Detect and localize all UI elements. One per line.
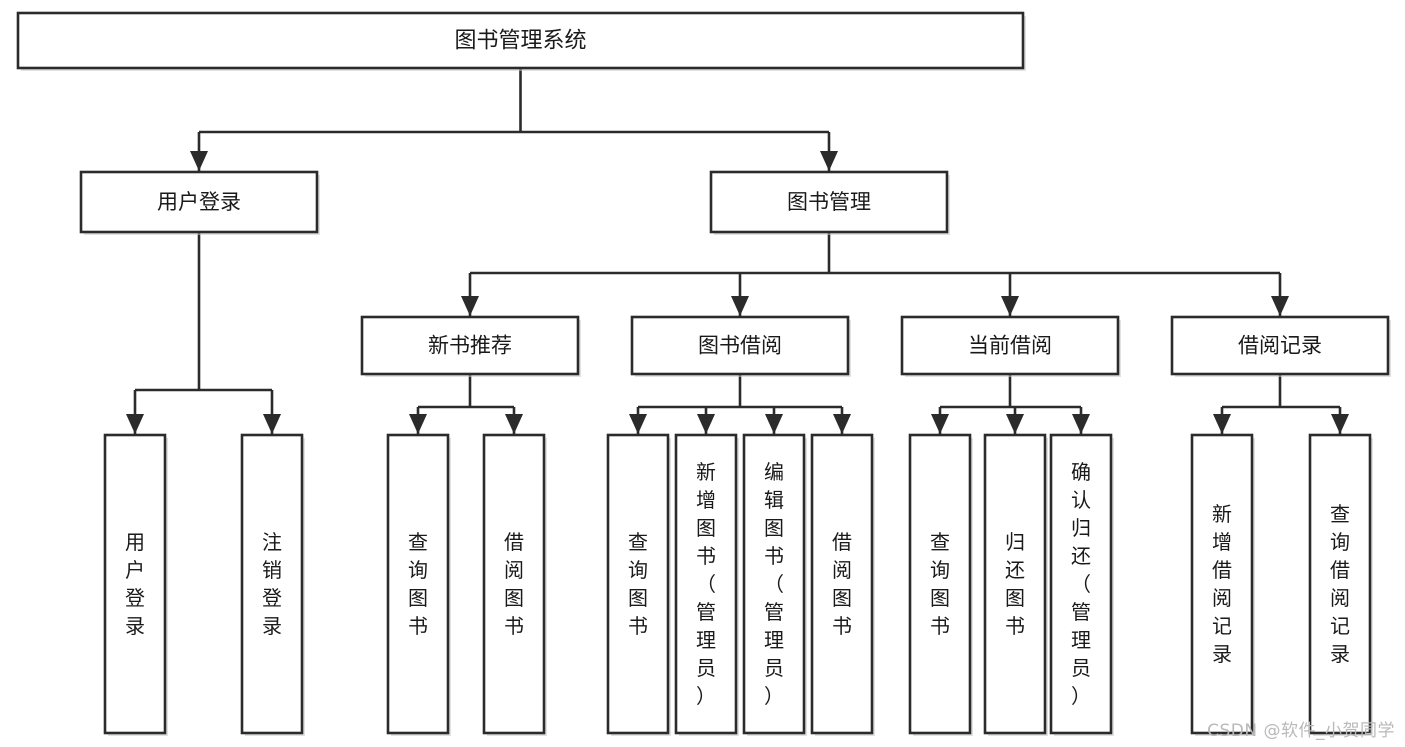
leaf-label: 查询图书 xyxy=(408,530,428,638)
box-outline xyxy=(908,433,972,735)
leaf-label: 确认归还（管理员） xyxy=(1071,460,1091,708)
leaf-label: 注销登录 xyxy=(262,530,282,638)
arrow-head-icon-leaf-query-book-rec xyxy=(409,414,427,434)
leaf-node-leaf-borrow-book-bb[interactable] xyxy=(810,433,875,736)
box-outline xyxy=(386,433,450,735)
node-label: 图书管理系统 xyxy=(454,29,586,54)
leaf-label: 用户登录 xyxy=(125,530,145,638)
level3-node-new-book-rec[interactable] xyxy=(360,315,581,377)
leaf-node-leaf-return-book[interactable] xyxy=(983,433,1048,736)
box-outline xyxy=(1170,315,1390,376)
leaf-label: 查询图书 xyxy=(628,530,648,638)
leaf-node-leaf-add-book[interactable] xyxy=(674,433,739,736)
leaf-node-leaf-query-book-bb[interactable] xyxy=(606,433,671,736)
box-outline xyxy=(79,170,319,234)
arrow-head-icon-leaf-query-record xyxy=(1331,414,1349,434)
arrow-head-icon-leaf-user-logout xyxy=(263,414,281,434)
arrow-head-icon-current-borrow xyxy=(1001,296,1019,316)
nodes-layer: 图书管理系统用户登录图书管理新书推荐图书借阅当前借阅借阅记录用户登录注销登录查询… xyxy=(16,11,1391,736)
leaf-node-leaf-user-logout[interactable] xyxy=(240,433,305,736)
arrow-head-icon-leaf-confirm-return xyxy=(1072,414,1090,434)
leaf-label: 新增图书（管理员） xyxy=(696,460,716,708)
node-label: 新书推荐 xyxy=(428,334,512,358)
leaf-node-leaf-query-book-rec[interactable] xyxy=(386,433,451,736)
arrow-head-icon-leaf-borrow-book-rec xyxy=(505,414,523,434)
arrow-head-icon-leaf-edit-book xyxy=(765,414,783,434)
level2-node-user-login[interactable] xyxy=(79,170,320,235)
arrow-head-icon-leaf-return-book xyxy=(1006,414,1024,434)
root-node-root[interactable] xyxy=(16,11,1026,71)
arrow-head-icon-leaf-borrow-book-bb xyxy=(833,414,851,434)
box-outline xyxy=(900,315,1120,376)
box-outline xyxy=(1190,433,1254,735)
box-outline xyxy=(674,433,738,735)
csdn-watermark: CSDN @软件_小贺同学 xyxy=(1207,721,1395,741)
leaf-node-leaf-user-login[interactable] xyxy=(103,433,168,736)
leaf-label: 查询借阅记录 xyxy=(1330,502,1350,666)
box-outline xyxy=(482,433,546,735)
node-label: 用户登录 xyxy=(157,190,241,214)
arrow-head-icon-leaf-query-book-bb xyxy=(629,414,647,434)
box-outline xyxy=(103,433,167,735)
box-outline xyxy=(810,433,874,735)
box-outline xyxy=(983,433,1047,735)
arrow-head-icon-leaf-query-book-cb xyxy=(931,414,949,434)
leaf-label: 归还图书 xyxy=(1005,530,1025,638)
leaf-label: 编辑图书（管理员） xyxy=(764,460,784,708)
node-label: 当前借阅 xyxy=(968,334,1052,358)
box-outline xyxy=(1049,433,1113,735)
arrow-head-icon-leaf-user-login xyxy=(126,414,144,434)
box-outline xyxy=(630,315,850,376)
leaf-node-leaf-borrow-book-rec[interactable] xyxy=(482,433,547,736)
box-outline xyxy=(606,433,670,735)
box-outline xyxy=(240,433,304,735)
leaf-label: 借阅图书 xyxy=(504,530,524,638)
level2-node-book-manage[interactable] xyxy=(709,170,950,235)
leaf-label: 借阅图书 xyxy=(832,530,852,638)
leaf-node-leaf-add-record[interactable] xyxy=(1190,433,1255,736)
leaf-node-leaf-confirm-return[interactable] xyxy=(1049,433,1114,736)
node-label: 图书借阅 xyxy=(698,334,782,358)
arrow-head-icon-borrow-record xyxy=(1271,296,1289,316)
box-outline xyxy=(360,315,580,376)
arrow-head-icon-leaf-add-record xyxy=(1213,414,1231,434)
box-outline xyxy=(1308,433,1372,735)
node-label: 借阅记录 xyxy=(1238,334,1322,358)
leaf-label: 查询图书 xyxy=(930,530,950,638)
box-outline xyxy=(16,11,1025,70)
arrow-head-icon-book-manage xyxy=(820,151,838,171)
arrow-head-icon-book-borrow xyxy=(731,296,749,316)
leaf-node-leaf-edit-book[interactable] xyxy=(742,433,807,736)
leaf-label: 新增借阅记录 xyxy=(1212,502,1232,666)
arrow-head-icon-leaf-add-book xyxy=(697,414,715,434)
arrow-head-icon-user-login xyxy=(190,151,208,171)
box-outline xyxy=(709,170,949,234)
level3-node-current-borrow[interactable] xyxy=(900,315,1121,377)
arrow-head-icon-new-book-rec xyxy=(461,296,479,316)
level3-node-book-borrow[interactable] xyxy=(630,315,851,377)
box-outline xyxy=(742,433,806,735)
leaf-node-leaf-query-book-cb[interactable] xyxy=(908,433,973,736)
node-label: 图书管理 xyxy=(787,190,871,214)
connectors-layer xyxy=(126,68,1349,434)
leaf-node-leaf-query-record[interactable] xyxy=(1308,433,1373,736)
level3-node-borrow-record[interactable] xyxy=(1170,315,1391,377)
